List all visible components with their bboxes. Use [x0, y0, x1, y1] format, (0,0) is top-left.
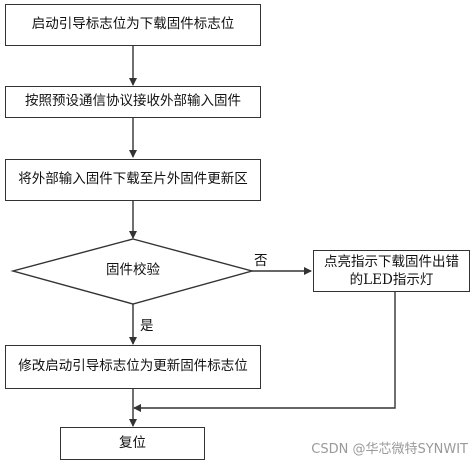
step-error-led-line2: 的LED指示灯: [349, 272, 434, 288]
step-set-update-flag-label: 修改启动引导标志位为更新固件标志位: [18, 358, 248, 375]
branch-no-label: 否: [254, 253, 268, 269]
step-set-download-flag-label: 启动引导标志位为下载固件标志位: [31, 16, 235, 33]
step-error-led-line1: 点亮指示下载固件出错: [324, 253, 459, 270]
arrow-error-to-merge: [133, 292, 396, 412]
step-reset: 复位: [60, 427, 205, 460]
step-error-led: 点亮指示下载固件出错 的LED指示灯: [313, 250, 470, 292]
step-receive-firmware: 按照预设通信协议接收外部输入固件: [5, 86, 261, 118]
step-set-update-flag: 修改启动引导标志位为更新固件标志位: [5, 345, 261, 389]
watermark-text: CSDN @华芯微特SYNWIT: [311, 442, 468, 457]
branch-yes-label: 是: [140, 318, 154, 334]
step-reset-label: 复位: [119, 434, 146, 451]
step-download-to-update-area: 将外部输入固件下载至片外固件更新区: [5, 159, 261, 201]
step-receive-firmware-label: 按照预设通信协议接收外部输入固件: [25, 93, 241, 110]
step-set-download-flag: 启动引导标志位为下载固件标志位: [5, 4, 261, 46]
step-download-to-update-area-label: 将外部输入固件下载至片外固件更新区: [18, 171, 248, 188]
decision-label: 固件校验: [106, 262, 160, 278]
